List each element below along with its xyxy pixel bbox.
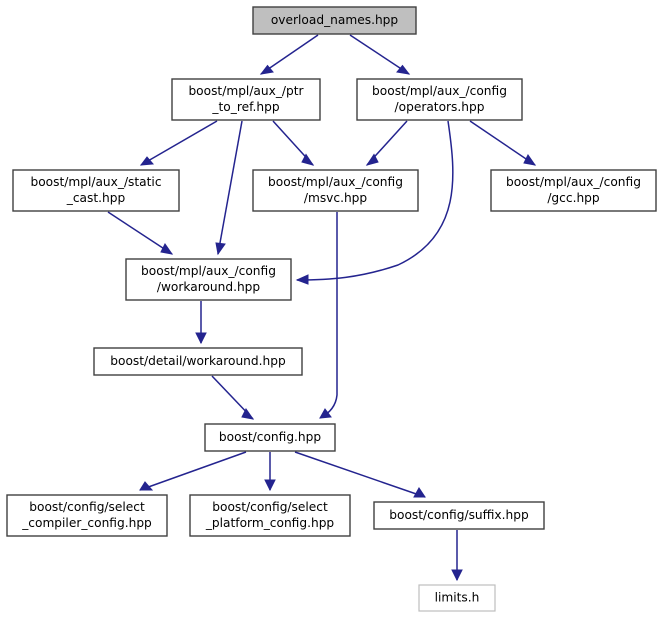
node-label: boost/mpl/aux_/ptr [188, 84, 304, 98]
node-select_compiler[interactable]: boost/config/select _compiler_config.hpp [6, 494, 168, 537]
edge-line [107, 211, 173, 255]
arrowhead-icon [396, 64, 411, 75]
node-label: boost/mpl/aux_/config [372, 84, 507, 98]
edge-config-to-select_compiler [139, 451, 247, 491]
edge-detail_workaround-to-config [211, 375, 255, 420]
edge-config-to-suffix [294, 451, 426, 498]
arrowhead-icon [139, 156, 155, 166]
edge-ptr_to_ref-to-workaround_mpl [215, 120, 243, 256]
arrowhead-icon [319, 408, 332, 419]
nodes-layer: overload_names.hpp boost/mpl/aux_/ptr _to_… [6, 6, 657, 612]
arrowhead-icon [264, 479, 276, 492]
edge-suffix-to-limits [451, 530, 463, 582]
node-label: boost/config/select [29, 500, 145, 514]
node-box[interactable] [252, 6, 417, 35]
edge-static_cast-to-workaround_mpl [107, 211, 174, 255]
node-label: /workaround.hpp [157, 280, 261, 294]
edge-operators-to-msvc [365, 120, 408, 166]
arrowhead-icon [139, 481, 154, 491]
node-label: _compiler_config.hpp [21, 516, 152, 530]
node-workaround_mpl[interactable]: boost/mpl/aux_/config/workaround.hpp [125, 258, 292, 301]
edge-overload_names-to-ptr_to_ref [259, 34, 319, 75]
node-limits[interactable]: limits.h [418, 584, 496, 612]
node-label: limits.h [435, 591, 480, 605]
edge-line [294, 451, 426, 498]
edge-line [260, 34, 319, 75]
node-config[interactable]: boost/config.hpp [204, 423, 336, 452]
node-box[interactable] [490, 169, 657, 212]
node-box[interactable] [12, 169, 180, 212]
node-label: boost/config.hpp [219, 430, 322, 444]
arrowhead-icon [301, 153, 315, 166]
node-box[interactable] [171, 78, 321, 121]
arrowhead-icon [451, 569, 463, 582]
node-box[interactable] [125, 258, 292, 301]
arrowhead-icon [413, 487, 426, 498]
node-label: boost/mpl/aux_/config [268, 175, 403, 189]
edges-layer [107, 34, 537, 582]
node-box[interactable] [373, 501, 545, 530]
node-label: _platform_config.hpp [205, 516, 335, 530]
node-suffix[interactable]: boost/config/suffix.hpp [373, 501, 545, 530]
node-label: overload_names.hpp [271, 13, 399, 27]
node-operators[interactable]: boost/mpl/aux_/config/operators.hpp [356, 78, 523, 121]
edge-msvc-to-config [319, 212, 338, 419]
edge-line [140, 120, 218, 166]
edge-line [296, 120, 454, 281]
node-box[interactable] [418, 584, 496, 612]
node-label: boost/mpl/aux_/config [506, 175, 641, 189]
edge-overload_names-to-operators [349, 34, 411, 75]
node-label: /gcc.hpp [547, 191, 600, 205]
node-box[interactable] [6, 494, 168, 537]
edge-workaround_mpl-to-detail_workaround [195, 301, 207, 345]
arrowhead-icon [259, 64, 274, 75]
node-label: _cast.hpp [66, 191, 126, 205]
node-label: /operators.hpp [395, 100, 485, 114]
node-label: boost/mpl/aux_/config [141, 264, 276, 278]
node-ptr_to_ref[interactable]: boost/mpl/aux_/ptr _to_ref.hpp [171, 78, 321, 121]
arrowhead-icon [195, 332, 207, 345]
edge-line [139, 451, 247, 491]
node-label: _to_ref.hpp [211, 100, 279, 114]
arrowhead-icon [215, 242, 226, 256]
node-select_platform[interactable]: boost/config/select _platform_config.hpp [189, 494, 351, 537]
edge-line [469, 120, 536, 166]
edge-operators-to-gcc [469, 120, 537, 166]
node-box[interactable] [189, 494, 351, 537]
node-box[interactable] [204, 423, 336, 452]
arrowhead-icon [295, 274, 309, 285]
node-label: boost/config/suffix.hpp [389, 508, 529, 522]
node-overload_names[interactable]: overload_names.hpp [252, 6, 417, 35]
node-box[interactable] [252, 169, 419, 212]
node-box[interactable] [356, 78, 523, 121]
node-detail_workaround[interactable]: boost/detail/workaround.hpp [93, 347, 303, 376]
arrowhead-icon [160, 243, 174, 255]
node-static_cast[interactable]: boost/mpl/aux_/static _cast.hpp [12, 169, 180, 212]
edge-line [319, 212, 338, 419]
node-label: boost/mpl/aux_/static [30, 175, 161, 189]
edge-line [349, 34, 410, 75]
arrowhead-icon [523, 154, 537, 166]
edge-line [217, 120, 243, 255]
node-msvc[interactable]: boost/mpl/aux_/config/msvc.hpp [252, 169, 419, 212]
node-label: /msvc.hpp [304, 191, 368, 205]
node-gcc[interactable]: boost/mpl/aux_/config/gcc.hpp [490, 169, 657, 212]
node-label: boost/detail/workaround.hpp [110, 354, 286, 368]
edge-ptr_to_ref-to-msvc [272, 120, 315, 166]
edge-ptr_to_ref-to-static_cast [139, 120, 218, 166]
arrowhead-icon [365, 153, 379, 166]
edge-operators-to-workaround_mpl [295, 120, 454, 285]
node-box[interactable] [93, 347, 303, 376]
arrowhead-icon [241, 408, 255, 420]
node-label: boost/config/select [212, 500, 328, 514]
edge-config-to-select_platform [264, 452, 276, 492]
